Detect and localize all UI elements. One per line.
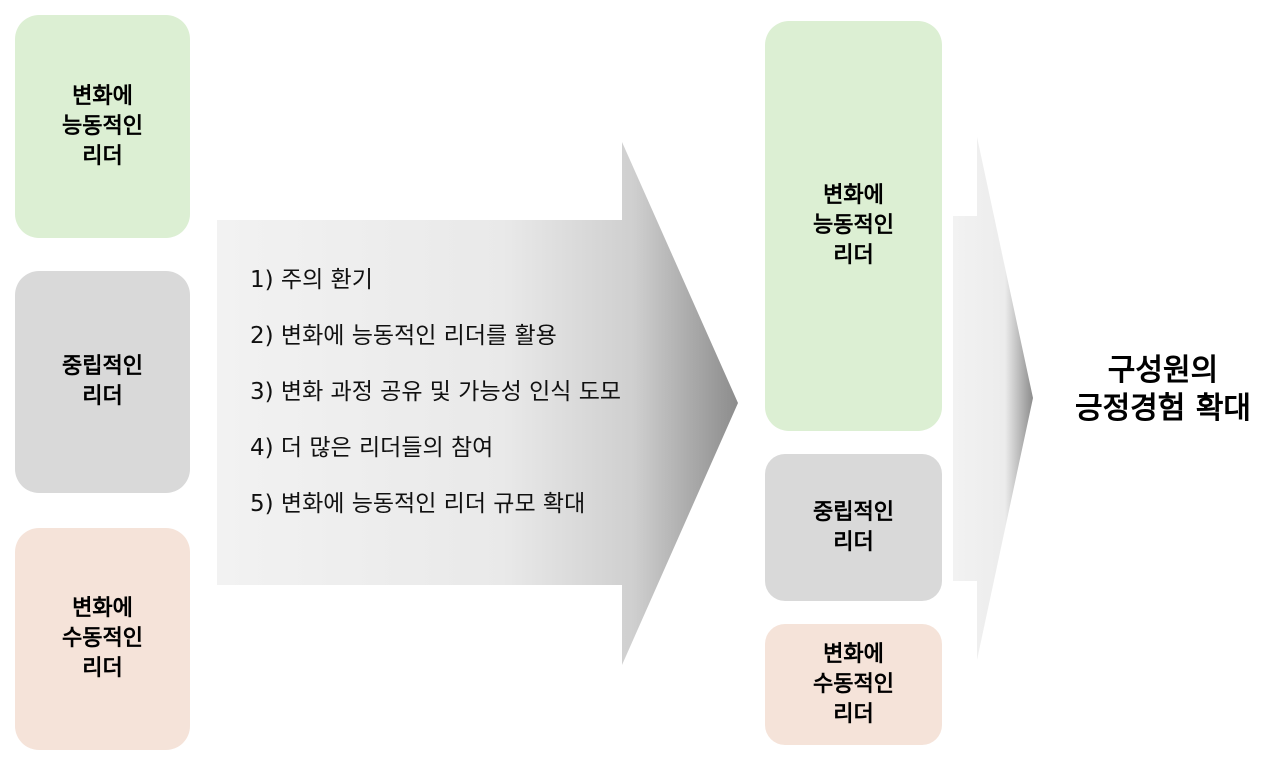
process-step: 1) 주의 환기 xyxy=(250,267,373,293)
right-box-neutral-leader: 중립적인 리더 xyxy=(765,454,942,601)
process-steps-list: 1) 주의 환기 2) 변화에 능동적인 리더를 활용 3) 변화 과정 공유 … xyxy=(250,266,621,546)
process-step: 3) 변화 과정 공유 및 가능성 인식 도모 xyxy=(250,379,622,405)
process-arrow-icon xyxy=(217,142,738,665)
result-arrow-icon xyxy=(953,137,1033,660)
right-box-passive-leader: 변화에 수동적인 리더 xyxy=(765,624,942,745)
left-box-neutral-leader: 중립적인 리더 xyxy=(15,271,190,493)
process-step: 5) 변화에 능동적인 리더 규모 확대 xyxy=(250,491,586,517)
left-box-passive-leader-label: 변화에 수동적인 리더 xyxy=(62,596,143,681)
left-box-active-leader-label: 변화에 능동적인 리더 xyxy=(62,83,143,169)
left-box-neutral-leader-label: 중립적인 리더 xyxy=(62,354,143,409)
right-box-active-leader: 변화에 능동적인 리더 xyxy=(765,21,942,431)
process-step: 4) 더 많은 리더들의 참여 xyxy=(250,435,494,461)
right-box-neutral-leader-label: 중립적인 리더 xyxy=(813,499,894,555)
left-box-active-leader: 변화에 능동적인 리더 xyxy=(15,15,190,238)
right-box-active-leader-label: 변화에 능동적인 리더 xyxy=(813,183,894,268)
right-box-passive-leader-label: 변화에 수동적인 리더 xyxy=(813,641,894,727)
process-step: 2) 변화에 능동적인 리더를 활용 xyxy=(250,323,557,349)
result-label: 구성원의 긍정경험 확대 xyxy=(1074,353,1252,426)
left-box-passive-leader: 변화에 수동적인 리더 xyxy=(15,528,190,750)
